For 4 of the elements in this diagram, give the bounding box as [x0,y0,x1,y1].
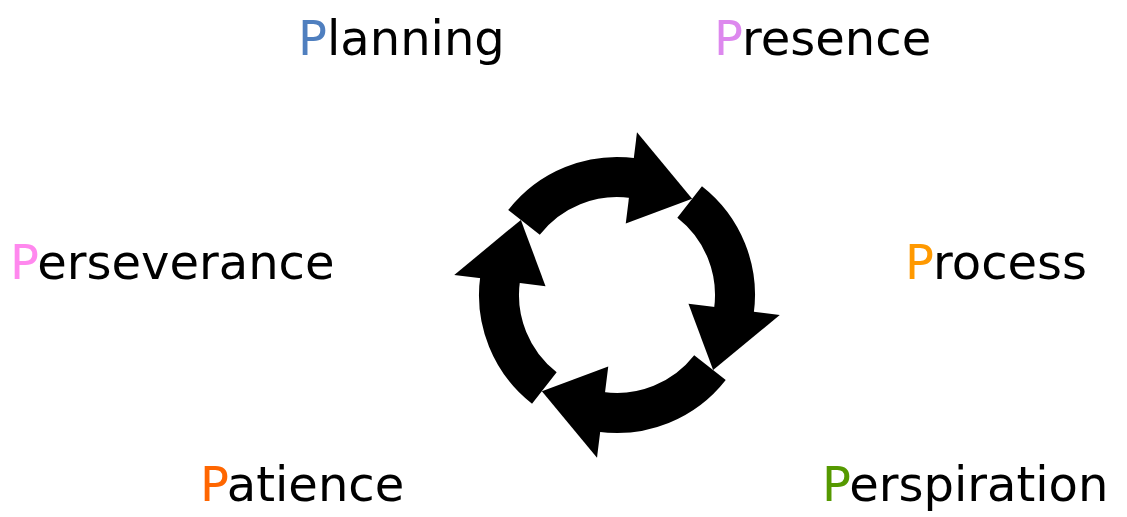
cycle-step-label: Presence [714,14,932,62]
cycle-step-label: Perseverance [10,238,335,286]
cycle-step-label: Process [905,238,1088,286]
cycle-step-label: Patience [200,460,405,508]
